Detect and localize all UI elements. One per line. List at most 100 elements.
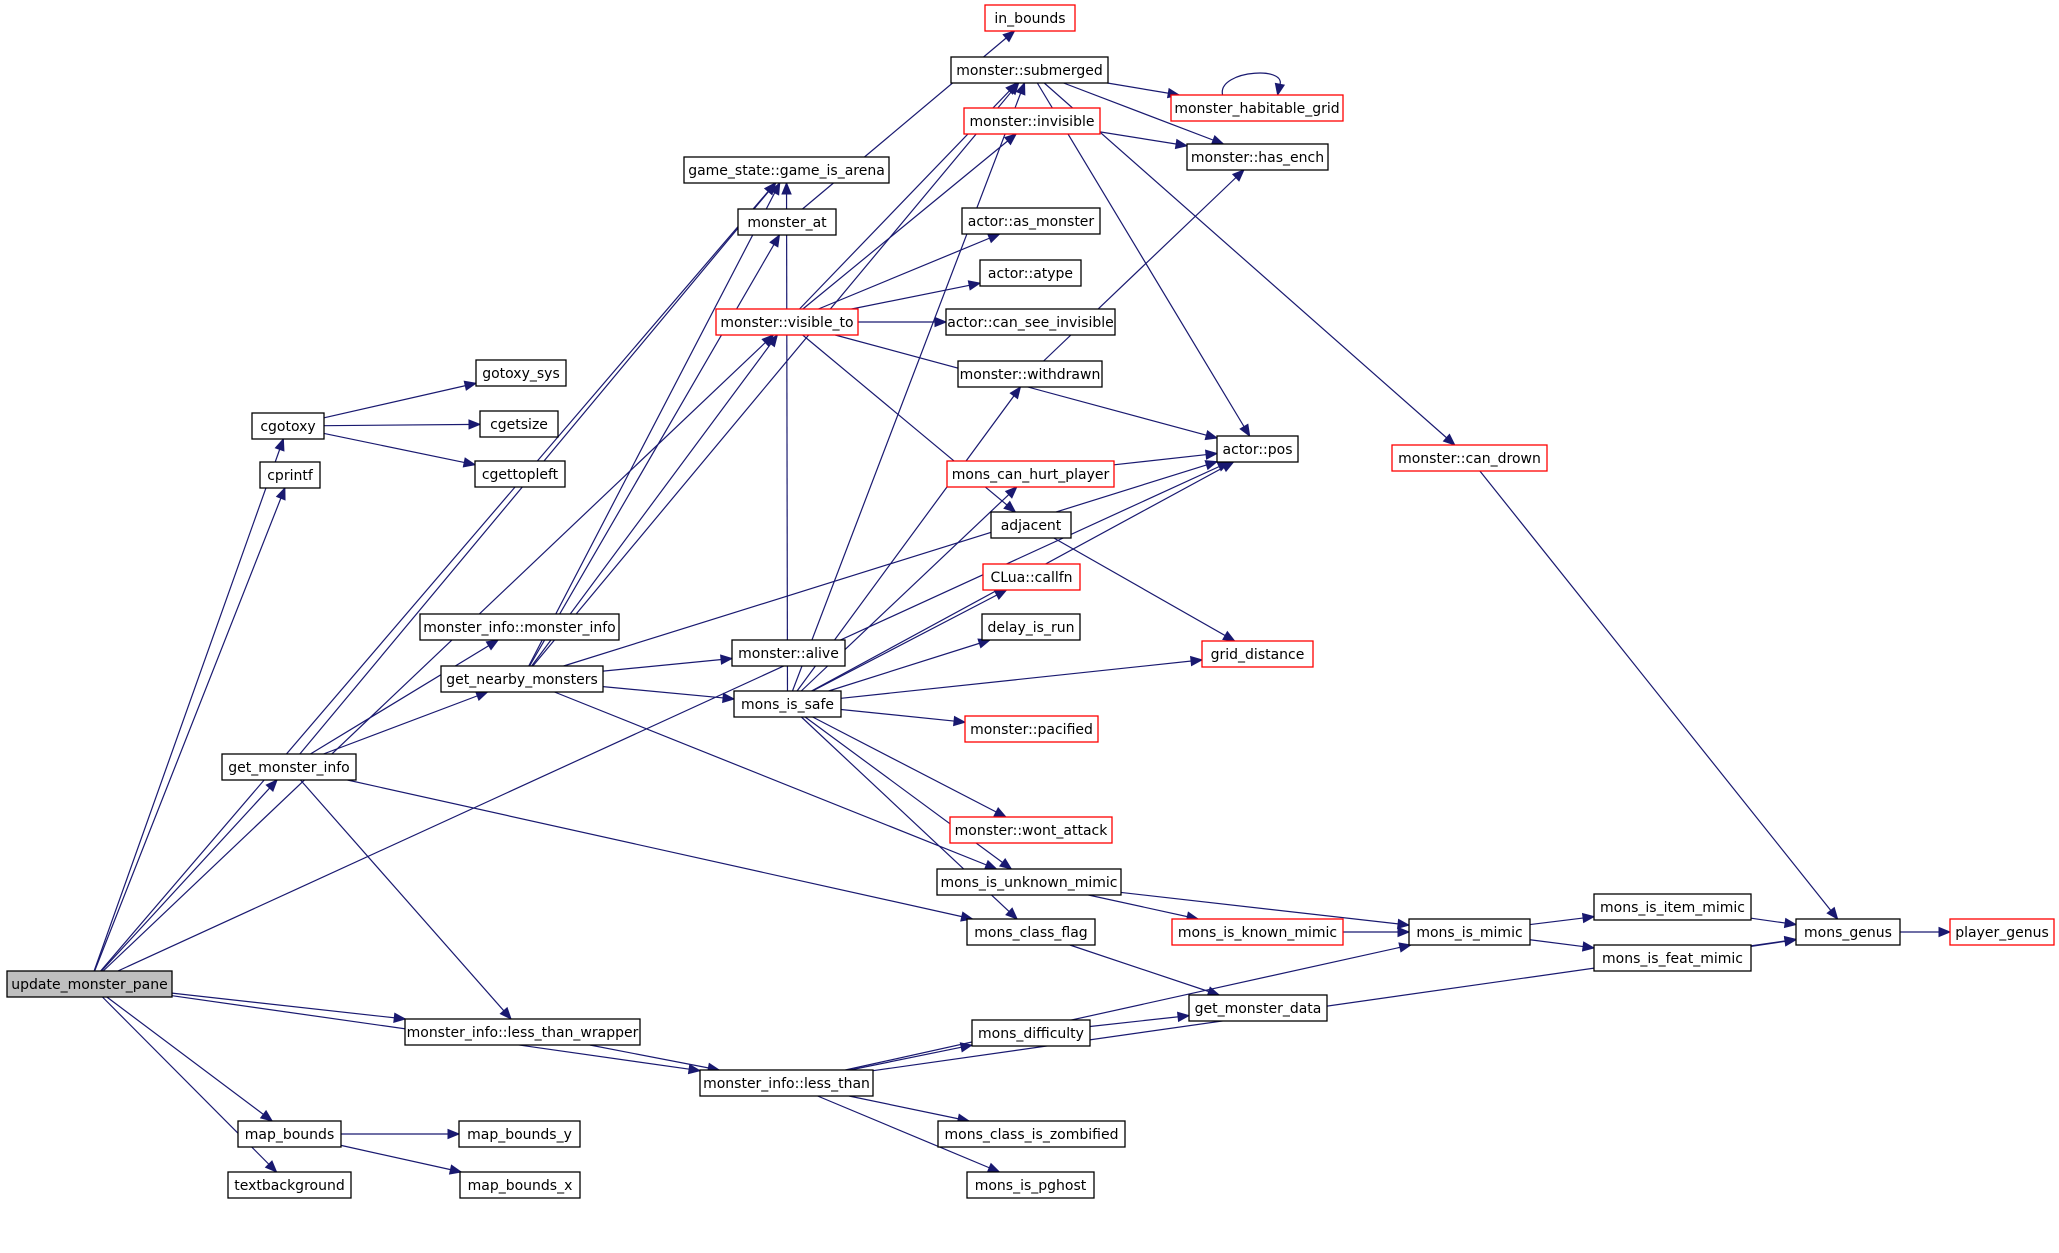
node-actor-as-monster[interactable]: actor::as_monster bbox=[961, 207, 1101, 235]
edge-line bbox=[532, 82, 1020, 667]
node-monster-invisible[interactable]: monster::invisible bbox=[963, 107, 1101, 135]
node-monster-habitable-grid[interactable]: monster_habitable_grid bbox=[1170, 94, 1344, 122]
node-box bbox=[474, 460, 566, 488]
node-monster-submerged[interactable]: monster::submerged bbox=[950, 56, 1109, 84]
edge-line bbox=[554, 691, 997, 870]
node-mons-is-unknown-mimic[interactable]: mons_is_unknown_mimic bbox=[936, 868, 1122, 896]
arrowhead bbox=[687, 1063, 702, 1075]
edge-line bbox=[602, 686, 735, 700]
node-get-monster-info[interactable]: get_monster_info bbox=[221, 753, 357, 781]
edge-mons_is_safe-to-mons_is_unknown_mimic bbox=[804, 716, 1013, 870]
node-box bbox=[699, 1069, 874, 1097]
node-monster-at[interactable]: monster_at bbox=[737, 208, 837, 236]
edge-cgotoxy-to-gotoxy_sys bbox=[323, 380, 478, 419]
node-actor-can-see-invisible[interactable]: actor::can_see_invisible bbox=[945, 308, 1116, 336]
edge-line bbox=[1113, 452, 1218, 466]
edge-line bbox=[828, 639, 991, 692]
node-label: actor::as_monster bbox=[968, 214, 1095, 230]
node-monster-alive[interactable]: monster::alive bbox=[731, 639, 846, 667]
node-get-nearby-monsters[interactable]: get_nearby_monsters bbox=[440, 665, 604, 693]
edge-line bbox=[310, 639, 499, 755]
node-label: mons_class_flag bbox=[974, 925, 1087, 941]
node-map-bounds-y[interactable]: map_bounds_y bbox=[458, 1120, 581, 1148]
arrowhead bbox=[485, 639, 500, 651]
node-box bbox=[458, 1120, 581, 1148]
node-get-monster-data[interactable]: get_monster_data bbox=[1188, 994, 1328, 1022]
node-cgetsize[interactable]: cgetsize bbox=[479, 410, 559, 438]
node-label: gotoxy_sys bbox=[482, 366, 560, 382]
node-delay-is-run[interactable]: delay_is_run bbox=[981, 613, 1081, 641]
arrowhead bbox=[499, 1006, 512, 1020]
node-label: mons_is_mimic bbox=[1416, 925, 1522, 941]
node-textbackground[interactable]: textbackground bbox=[227, 1171, 352, 1199]
node-monster-can-drown[interactable]: monster::can_drown bbox=[1391, 444, 1548, 472]
node-mons-is-known-mimic[interactable]: mons_is_known_mimic bbox=[1171, 918, 1344, 946]
node-cgettopleft[interactable]: cgettopleft bbox=[474, 460, 566, 488]
node-box bbox=[966, 918, 1096, 946]
edge-line bbox=[1043, 82, 1456, 446]
node-update-monster-pane[interactable]: update_monster_pane bbox=[6, 970, 173, 998]
node-cprintf[interactable]: cprintf bbox=[259, 461, 321, 489]
node-monster-info-less-than-wrapper[interactable]: monster_info::less_than_wrapper bbox=[404, 1018, 641, 1046]
node-mons-is-item-mimic[interactable]: mons_is_item_mimic bbox=[1593, 893, 1752, 921]
node-in-bounds[interactable]: in_bounds bbox=[984, 4, 1076, 32]
node-box bbox=[440, 665, 604, 693]
node-mons-class-flag[interactable]: mons_class_flag bbox=[966, 918, 1096, 946]
edge-line bbox=[1479, 470, 1839, 920]
node-monster-info-less-than[interactable]: monster_info::less_than bbox=[699, 1069, 874, 1097]
node-cgotoxy[interactable]: cgotoxy bbox=[251, 412, 325, 440]
node-monster-info-monster-info[interactable]: monster_info::monster_info bbox=[419, 613, 620, 641]
node-mons-is-safe[interactable]: mons_is_safe bbox=[733, 690, 842, 718]
arrowhead bbox=[1005, 907, 1019, 920]
edge-line bbox=[791, 82, 1026, 692]
node-map-bounds[interactable]: map_bounds bbox=[237, 1120, 342, 1148]
node-monster-pacified[interactable]: monster::pacified bbox=[964, 715, 1099, 743]
arrowhead bbox=[766, 333, 779, 348]
node-monster-wont-attack[interactable]: monster::wont_attack bbox=[949, 816, 1113, 844]
node-mons-is-mimic[interactable]: mons_is_mimic bbox=[1408, 918, 1531, 946]
node-game-state-game-is-arena[interactable]: game_state::game_is_arena bbox=[683, 156, 890, 184]
arrowhead bbox=[1204, 449, 1219, 460]
node-mons-genus[interactable]: mons_genus bbox=[1795, 918, 1901, 946]
node-mons-class-is-zombified[interactable]: mons_class_is_zombified bbox=[937, 1120, 1126, 1148]
node-clua-callfn[interactable]: CLua::callfn bbox=[982, 563, 1081, 591]
node-adjacent[interactable]: adjacent bbox=[990, 511, 1072, 539]
node-player-genus[interactable]: player_genus bbox=[1949, 918, 2055, 946]
node-mons-is-pghost[interactable]: mons_is_pghost bbox=[966, 1171, 1095, 1199]
edge-mons_is_safe-to-delay_is_run bbox=[828, 638, 992, 692]
node-actor-pos[interactable]: actor::pos bbox=[1216, 435, 1299, 463]
node-monster-withdrawn[interactable]: monster::withdrawn bbox=[957, 360, 1103, 388]
node-mons-can-hurt-player[interactable]: mons_can_hurt_player bbox=[946, 460, 1115, 488]
edge-line bbox=[94, 487, 286, 972]
arrowhead bbox=[264, 1160, 278, 1173]
node-box bbox=[1593, 944, 1752, 972]
node-actor-atype[interactable]: actor::atype bbox=[979, 259, 1082, 287]
node-box bbox=[961, 207, 1101, 235]
arrowhead bbox=[1204, 430, 1219, 441]
node-map-bounds-x[interactable]: map_bounds_x bbox=[459, 1171, 581, 1199]
node-label: monster::pacified bbox=[970, 722, 1093, 738]
edge-line bbox=[817, 1095, 1000, 1173]
edge-line bbox=[812, 589, 1007, 692]
node-gotoxy-sys[interactable]: gotoxy_sys bbox=[475, 359, 567, 387]
edge-line bbox=[1063, 82, 1224, 145]
node-box bbox=[963, 107, 1101, 135]
node-monster-visible-to[interactable]: monster::visible_to bbox=[715, 308, 859, 336]
edge-update_monster_pane-to-cprintf bbox=[94, 486, 286, 972]
node-monster-has-ench[interactable]: monster::has_ench bbox=[1186, 143, 1329, 171]
node-grid-distance[interactable]: grid_distance bbox=[1201, 640, 1314, 668]
edge-monster_submerged-to-monster_habitable_grid bbox=[1107, 82, 1181, 99]
edge-line bbox=[100, 182, 776, 972]
arrowhead bbox=[447, 1128, 461, 1140]
arrowhead bbox=[1396, 918, 1411, 930]
edge-line bbox=[102, 996, 277, 1173]
node-mons-difficulty[interactable]: mons_difficulty bbox=[971, 1019, 1091, 1047]
node-label: get_monster_info bbox=[228, 760, 349, 776]
node-mons-is-feat-mimic[interactable]: mons_is_feat_mimic bbox=[1593, 944, 1752, 972]
node-box bbox=[6, 970, 173, 998]
arrowhead bbox=[1176, 1011, 1191, 1023]
node-box bbox=[419, 613, 620, 641]
edge-line bbox=[529, 234, 780, 667]
node-box bbox=[990, 511, 1072, 539]
arrowhead bbox=[1397, 926, 1411, 938]
